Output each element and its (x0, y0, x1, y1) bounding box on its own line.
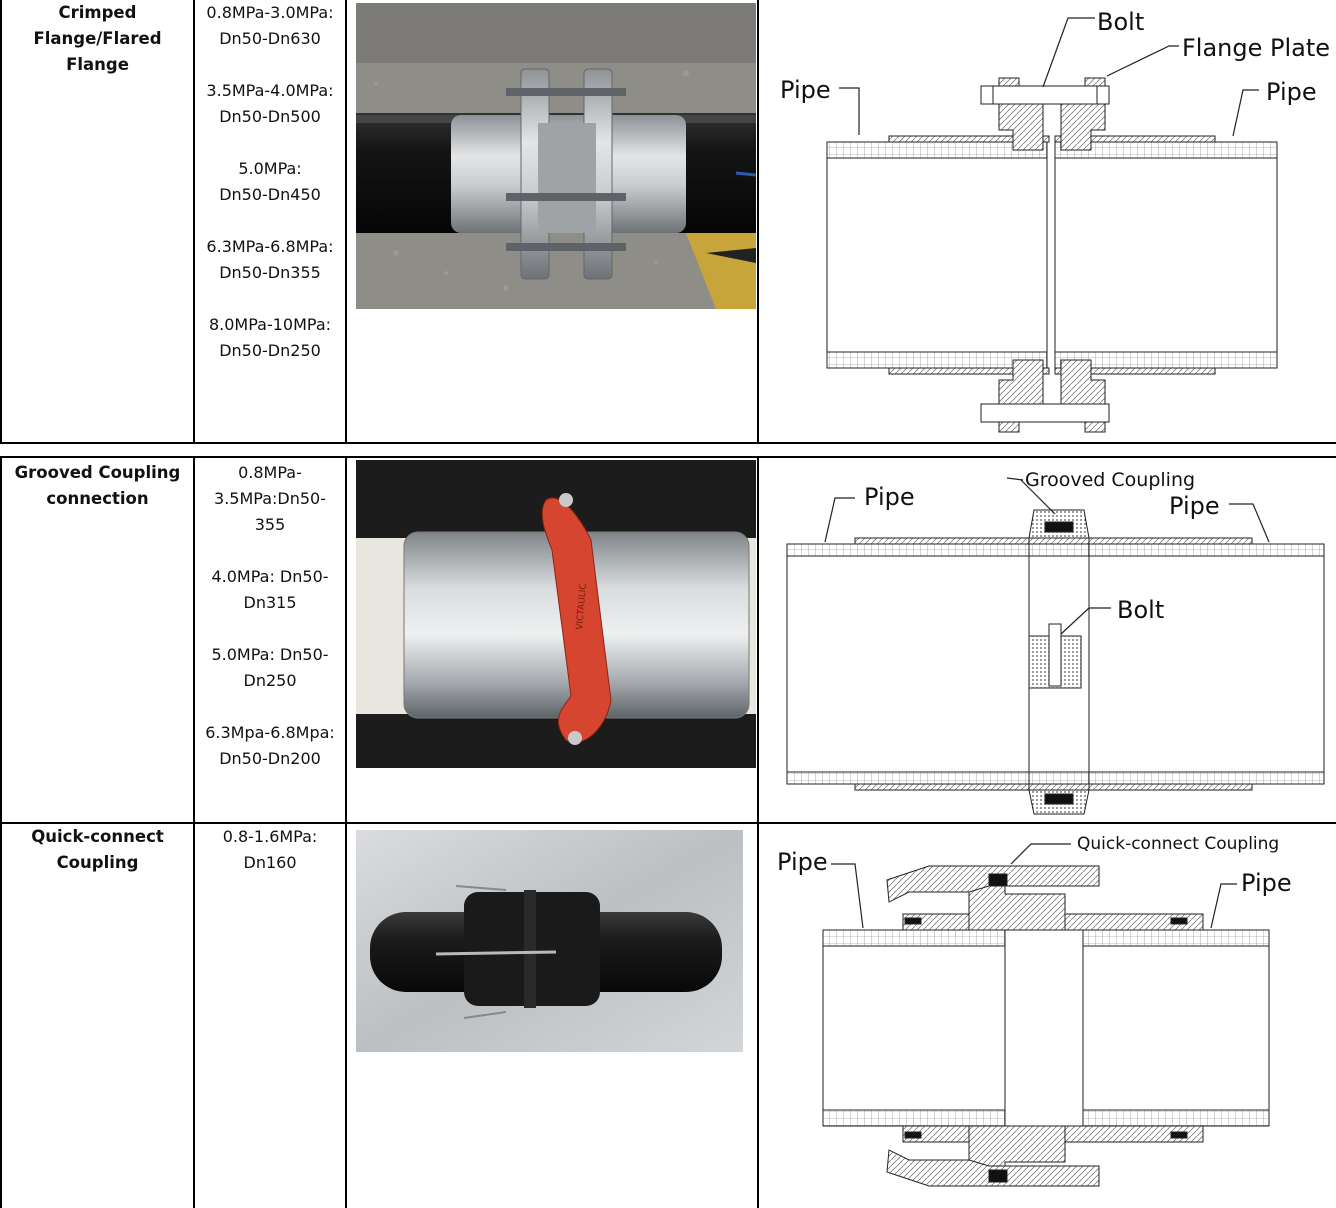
table-row-quick-connect: Quick-connect Coupling 0.8-1.6MPa:Dn160 (0, 824, 1336, 1208)
flange-plate-label: Flange Plate (1182, 34, 1330, 62)
quick-connect-photo (356, 830, 743, 1052)
diagram-cell: Pipe Bolt Flange Plate Pipe (757, 0, 1336, 442)
pipe-right-label: Pipe (1266, 78, 1317, 106)
spec-group: 6.3MPa-6.8MPa:Dn50-Dn355 (206, 237, 334, 282)
coupling-marking: VICTAULIC (575, 583, 589, 630)
grooved-coupling-photo: VICTAULIC (356, 460, 756, 768)
spec-group: 3.5MPa-4.0MPa:Dn50-Dn500 (206, 81, 334, 126)
diagram-cell: Pipe Grooved Coupling Pipe Bolt (757, 458, 1336, 822)
connection-name-cell: Grooved Coupling connection (0, 458, 193, 822)
pressure-spec-cell: 0.8MPa-3.5MPa:Dn50-355 4.0MPa: Dn50-Dn31… (193, 458, 345, 822)
connection-name-cell: Crimped Flange/Flared Flange (0, 0, 193, 442)
diagram-cell: Pipe Quick-connect Coupling Pipe (757, 824, 1336, 1208)
connection-name: Quick-connect Coupling (31, 827, 164, 872)
flange-diagram: Pipe Bolt Flange Plate Pipe (780, 8, 1330, 433)
photo-cell (345, 824, 757, 1208)
spec-group: 5.0MPa:Dn50-Dn450 (219, 159, 321, 204)
table-row-crimped-flange: Crimped Flange/Flared Flange 0.8MPa-3.0M… (0, 0, 1336, 444)
bolt-label: Bolt (1097, 8, 1144, 36)
spec-group: 0.8MPa-3.0MPa:Dn50-Dn630 (206, 3, 334, 48)
connection-name: Crimped Flange/Flared Flange (33, 3, 162, 74)
grooved-coupling-label: Grooved Coupling (1025, 469, 1195, 491)
spec-group: 8.0MPa-10MPa:Dn50-Dn250 (208, 315, 332, 360)
pressure-spec-cell: 0.8-1.6MPa:Dn160 (193, 824, 345, 1208)
pipe-left-label: Pipe (780, 76, 831, 104)
spec-group: 4.0MPa: Dn50-Dn315 (211, 567, 329, 612)
connection-name-cell: Quick-connect Coupling (0, 824, 193, 1208)
pipe-right-label: Pipe (1241, 869, 1292, 897)
pipe-left-label: Pipe (777, 848, 828, 876)
table-row-grooved-coupling: Grooved Coupling connection 0.8MPa-3.5MP… (0, 456, 1336, 824)
spec-group: 6.3Mpa-6.8Mpa:Dn50-Dn200 (205, 723, 335, 768)
pipe-left-label: Pipe (864, 483, 915, 511)
pressure-spec-list: 0.8MPa-3.5MPa:Dn50-355 4.0MPa: Dn50-Dn31… (195, 458, 345, 772)
pressure-spec-cell: 0.8MPa-3.0MPa:Dn50-Dn630 3.5MPa-4.0MPa:D… (193, 0, 345, 442)
quick-connect-diagram: Pipe Quick-connect Coupling Pipe (777, 834, 1292, 1187)
pressure-spec-list: 0.8MPa-3.0MPa:Dn50-Dn630 3.5MPa-4.0MPa:D… (195, 0, 345, 364)
bolt-label: Bolt (1117, 596, 1164, 624)
pressure-spec-list: 0.8-1.6MPa:Dn160 (195, 824, 345, 876)
photo-cell (345, 0, 757, 442)
page-gap (0, 446, 1336, 456)
spec-group: 0.8-1.6MPa:Dn160 (222, 827, 318, 872)
connection-name: Grooved Coupling connection (14, 463, 181, 508)
quick-connect-coupling-label: Quick-connect Coupling (1077, 834, 1279, 854)
spec-group: 5.0MPa: Dn50-Dn250 (211, 645, 329, 690)
photo-cell: VICTAULIC (345, 458, 757, 822)
flange-photo (356, 3, 756, 309)
pipe-right-label: Pipe (1169, 492, 1220, 520)
grooved-coupling-diagram: Pipe Grooved Coupling Pipe Bolt (786, 469, 1325, 815)
spec-group: 0.8MPa-3.5MPa:Dn50-355 (214, 463, 326, 534)
